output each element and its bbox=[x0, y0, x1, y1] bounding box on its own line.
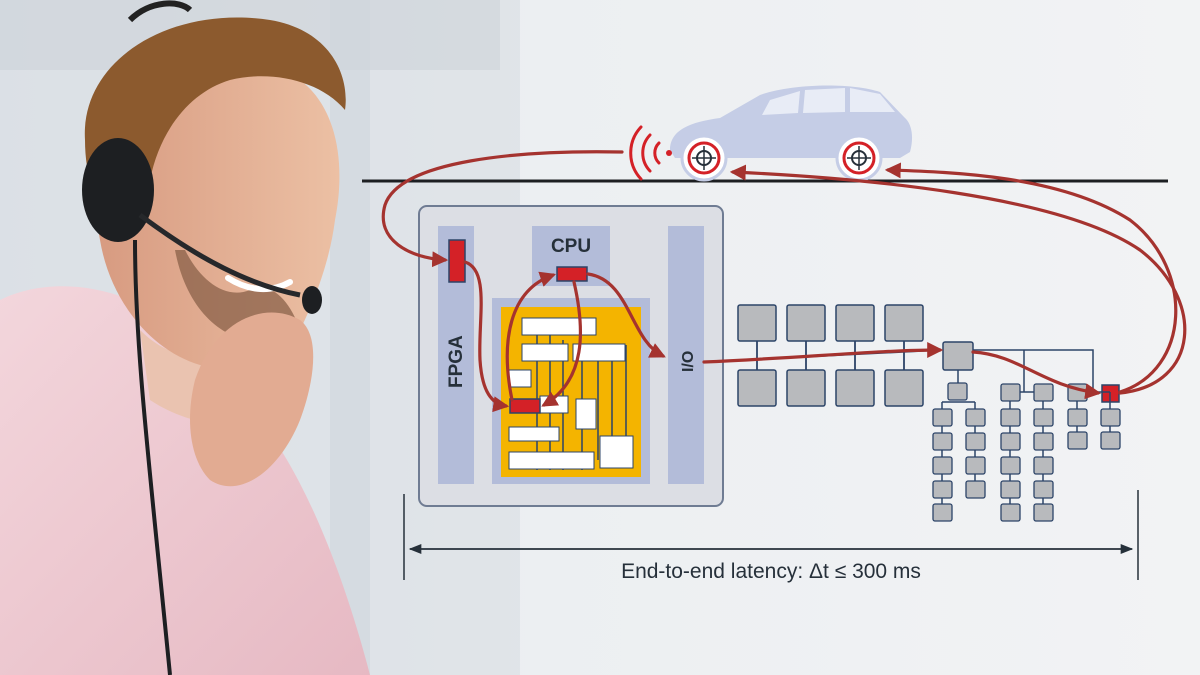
smile bbox=[225, 275, 293, 293]
cpu-signal-block bbox=[556, 266, 588, 282]
hand bbox=[190, 312, 314, 487]
car-icon bbox=[670, 85, 913, 182]
actuator-to-rear-brake-arrow bbox=[884, 162, 1178, 394]
network-bus bbox=[702, 304, 974, 407]
window-pillar bbox=[330, 0, 370, 675]
radar-waves-icon bbox=[629, 125, 672, 181]
microphone-boom bbox=[138, 212, 301, 298]
person-with-headset bbox=[0, 0, 370, 675]
core-to-cpu-arrow bbox=[505, 271, 557, 402]
cpu-to-core-arrow bbox=[541, 280, 582, 407]
sensor-to-fpga-arrow bbox=[381, 150, 624, 268]
headband bbox=[127, 0, 193, 23]
gateway-to-actuator-arrow bbox=[971, 350, 1102, 400]
io-lane bbox=[668, 226, 704, 484]
io-to-gateway-arrow bbox=[702, 342, 944, 364]
io-label: I/O bbox=[680, 351, 697, 372]
brake-disc-icon-rear bbox=[835, 134, 883, 182]
cpu-label: CPU bbox=[551, 236, 591, 257]
car-window-middle bbox=[803, 88, 845, 113]
car-window-rear bbox=[850, 88, 895, 112]
actuator-to-front-brake-arrow bbox=[729, 164, 1187, 395]
shirt bbox=[0, 286, 370, 675]
headset-cable bbox=[133, 239, 172, 675]
signal-path bbox=[381, 150, 1187, 413]
fpga-to-core-arrow bbox=[463, 260, 510, 413]
headphone-earcup-icon bbox=[82, 138, 154, 242]
fpga-label: FPGA bbox=[446, 335, 467, 388]
network-tree bbox=[932, 349, 1121, 522]
cpu-to-io-arrow bbox=[586, 272, 666, 358]
core-signal-block bbox=[509, 398, 541, 414]
microphone-icon bbox=[302, 286, 322, 314]
brake-disc-icon bbox=[680, 134, 728, 182]
car-window-front bbox=[762, 91, 800, 115]
fpga-signal-block bbox=[448, 239, 466, 283]
latency-caption: End-to-end latency: Δt ≤ 300 ms bbox=[621, 560, 921, 583]
latency-dimension bbox=[403, 490, 1139, 580]
